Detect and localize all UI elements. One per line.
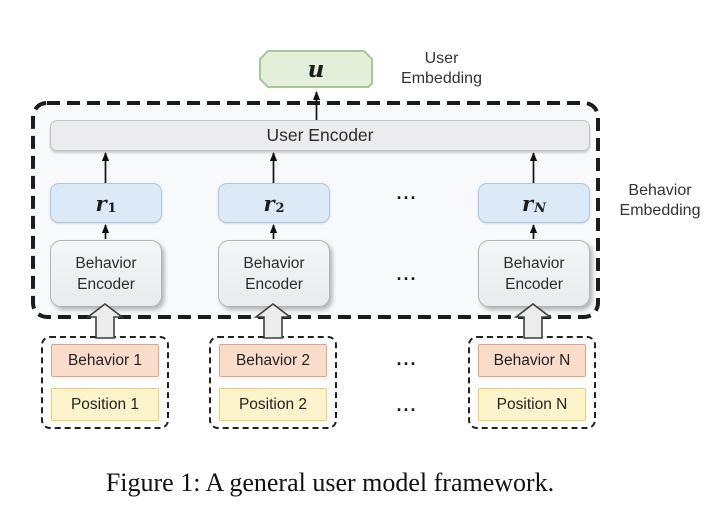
r2-base: r xyxy=(263,190,275,216)
position-input-1: Position 1 xyxy=(51,388,159,421)
user-embedding-label-line1: User xyxy=(424,50,459,67)
ellipsis-position-row: ... xyxy=(396,395,418,415)
behavior-encoder-N-line2: Encoder xyxy=(505,275,563,293)
user-encoder-box: User Encoder xyxy=(50,120,590,151)
behavior-input-1: Behavior 1 xyxy=(51,344,159,377)
behavior-input-2: Behavior 2 xyxy=(219,344,327,377)
ellipsis-embedding-row: ... xyxy=(396,183,418,203)
figure-caption: Figure 1: A general user model framework… xyxy=(105,468,555,497)
behavior-embedding-label: Behavior Embedding xyxy=(605,181,715,220)
input-group-2: Behavior 2 Position 2 xyxy=(209,336,337,429)
user-embedding-shape xyxy=(259,50,373,88)
behavior-encoder-box-2: Behavior Encoder xyxy=(218,240,330,307)
user-embedding-symbol: u xyxy=(307,55,325,83)
position-input-N: Position N xyxy=(478,388,586,421)
rN-subscript: N xyxy=(534,200,546,216)
r1-base: r xyxy=(95,190,107,216)
user-encoder-label: User Encoder xyxy=(266,125,374,145)
behavior-embedding-label-line1: Behavior xyxy=(628,182,692,199)
r1-subscript: 1 xyxy=(107,200,117,216)
user-embedding-node: u xyxy=(259,50,373,88)
behavior-encoder-2-line1: Behavior xyxy=(243,254,305,272)
ellipsis-behavior-row: ... xyxy=(396,349,418,369)
behavior-encoder-box-1: Behavior Encoder xyxy=(50,240,162,307)
user-embedding-label: User Embedding xyxy=(394,49,489,88)
input-group-N: Behavior N Position N xyxy=(468,336,596,429)
behavior-embedding-label-line2: Embedding xyxy=(619,201,701,219)
r2-subscript: 2 xyxy=(275,200,285,216)
behavior-encoder-1-line2: Encoder xyxy=(77,275,135,293)
position-input-2: Position 2 xyxy=(219,388,327,421)
behavior-encoder-box-N: Behavior Encoder xyxy=(478,240,590,307)
ellipsis-encoder-row: ... xyxy=(396,264,418,284)
rN-base: r xyxy=(522,190,534,216)
user-embedding-label-line2: Embedding xyxy=(401,69,482,87)
user-embedding-outline xyxy=(259,50,373,88)
behavior-encoder-2-line2: Encoder xyxy=(245,275,303,293)
behavior-encoder-N-line1: Behavior xyxy=(503,254,565,272)
input-group-1: Behavior 1 Position 1 xyxy=(41,336,169,429)
behavior-encoder-1-line1: Behavior xyxy=(75,254,137,272)
behavior-input-N: Behavior N xyxy=(478,344,586,377)
